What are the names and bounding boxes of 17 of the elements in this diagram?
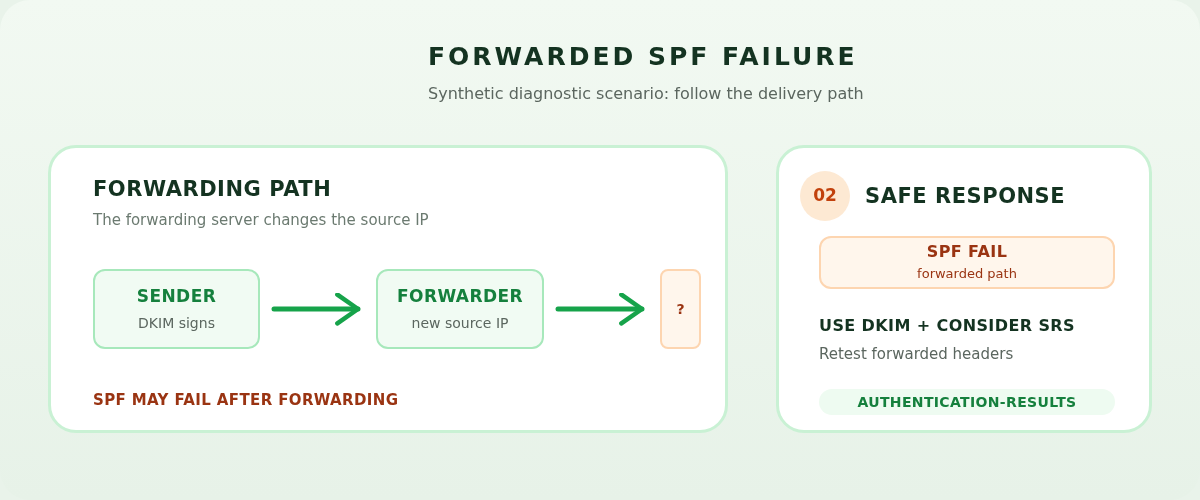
action-heading: USE DKIM + CONSIDER SRS <box>819 315 1075 337</box>
panel-heading: SAFE RESPONSE <box>865 183 1066 210</box>
header-pill: AUTHENTICATION-RESULTS <box>819 389 1115 415</box>
action-description: Retest forwarded headers <box>819 344 1014 365</box>
diagram-title: FORWARDED SPF FAILURE <box>428 41 858 73</box>
panel-card <box>48 145 728 433</box>
unknown-box: ? <box>660 269 701 349</box>
process-box: SENDER DKIM signs <box>93 269 260 349</box>
panel-heading: FORWARDING PATH <box>93 176 332 203</box>
panel-card <box>776 145 1152 433</box>
process-box: FORWARDER new source IP <box>376 269 544 349</box>
status-box: SPF FAIL forwarded path <box>819 236 1115 289</box>
arrow <box>271 292 361 326</box>
warning-note: SPF MAY FAIL AFTER FORWARDING <box>93 390 399 411</box>
subtitle: Synthetic diagnostic scenario: follow the delivery path <box>428 83 864 105</box>
arrow <box>555 292 645 326</box>
panel-description: The forwarding server changes the source IP <box>93 210 429 231</box>
